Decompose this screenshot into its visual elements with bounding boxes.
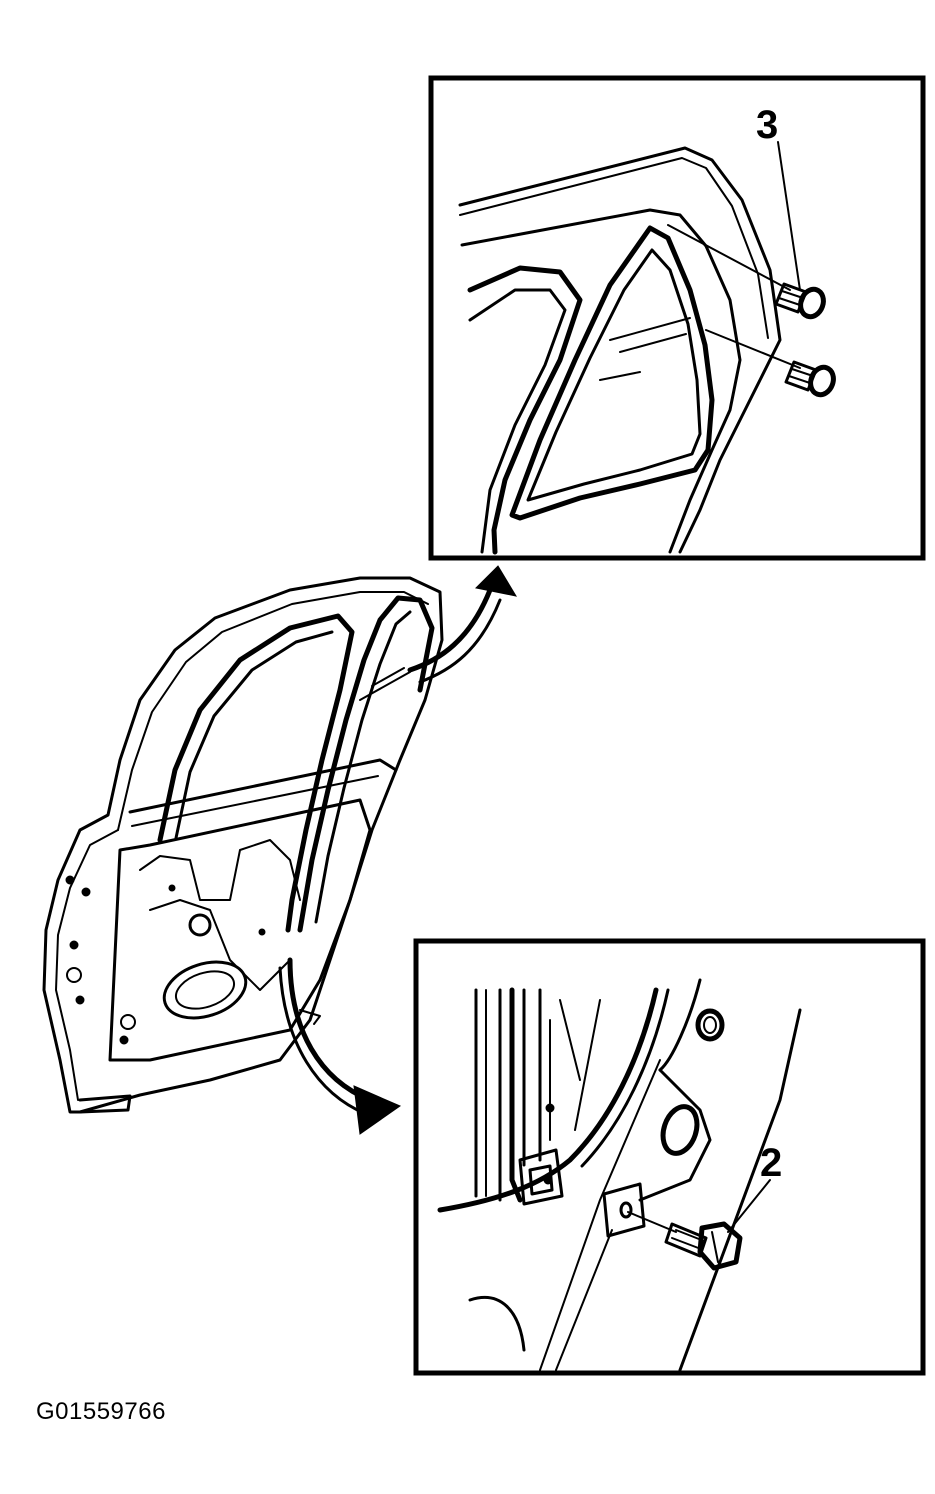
callout-3-label: 3 (756, 103, 778, 147)
screw-lower (784, 360, 836, 398)
screw-upper (774, 282, 826, 320)
arrow-to-bottom-inset (278, 957, 402, 1135)
figure-id: G01559766 (36, 1398, 166, 1425)
top-inset-frame (428, 75, 926, 561)
callout-2-leader (727, 1179, 771, 1233)
top-inset-detail: 3 (428, 75, 926, 561)
rear-door-illustration (42, 576, 444, 1114)
bottom-inset-detail: 2 (413, 938, 926, 1376)
bottom-inset-frame (413, 938, 926, 1376)
window-clip (518, 1148, 564, 1206)
callout-2-label: 2 (760, 1141, 782, 1185)
bolt (627, 1211, 743, 1271)
arrow-to-top-inset (407, 565, 518, 684)
nut-plate (602, 1182, 646, 1238)
callout-3-leader (777, 141, 801, 291)
